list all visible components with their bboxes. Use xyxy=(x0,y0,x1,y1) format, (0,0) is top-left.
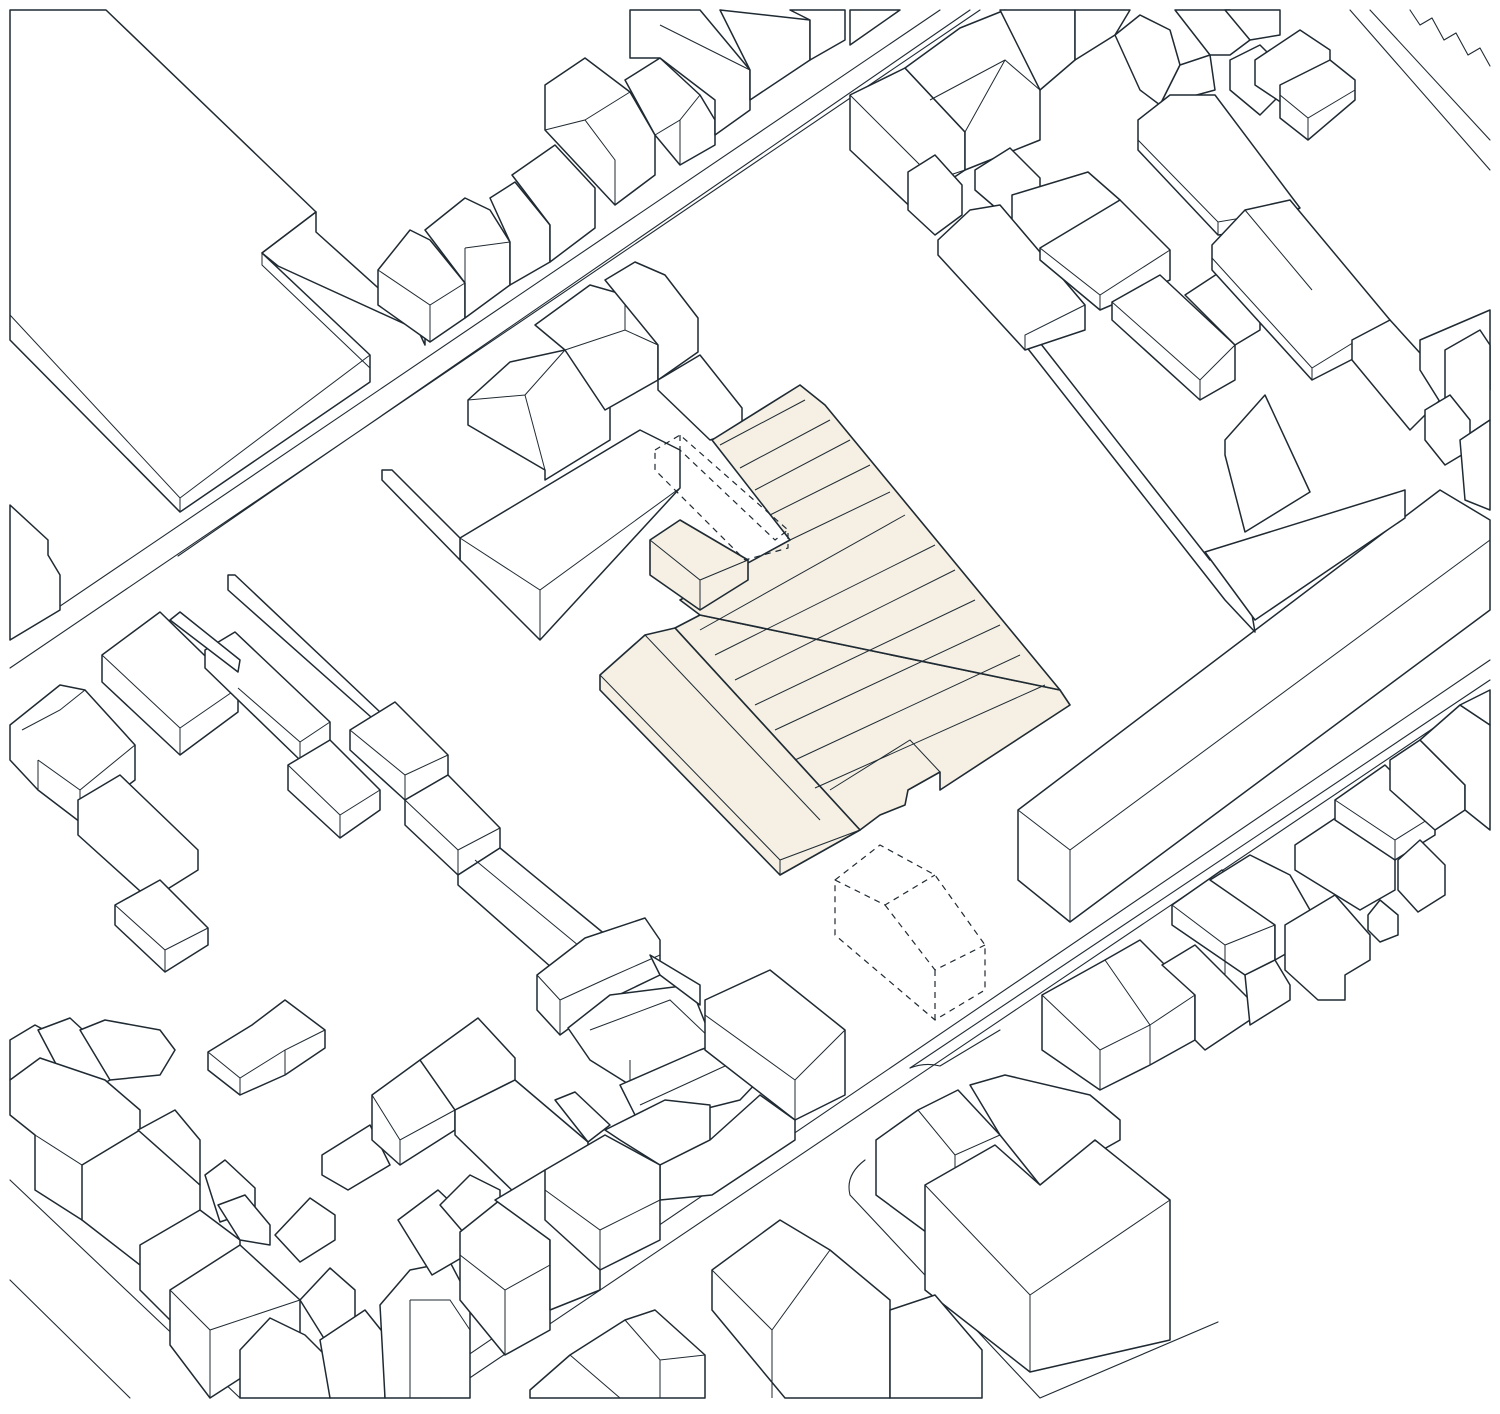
street-network xyxy=(9,9,1491,1399)
block-northwest xyxy=(9,9,426,513)
highlighted-north-roof xyxy=(679,384,1061,691)
cluster-southwest xyxy=(9,999,611,1399)
block-east-long xyxy=(1017,489,1491,923)
row-south-central xyxy=(536,917,846,1271)
block-central-west xyxy=(227,261,743,726)
zigzag-edge xyxy=(1409,9,1491,67)
ghost-volumes xyxy=(654,434,986,1021)
row-southeast xyxy=(1041,689,1491,1091)
block-west-middle xyxy=(9,504,613,976)
street-northeast xyxy=(1349,9,1491,171)
row-north-street xyxy=(377,9,901,343)
highlighted-building xyxy=(599,384,1071,876)
cluster-south-court xyxy=(529,1074,1171,1399)
street-bend xyxy=(909,1029,1001,1069)
highlighted-annex xyxy=(649,519,749,611)
main-street-north xyxy=(9,9,981,669)
cluster-northeast xyxy=(849,9,1491,511)
street-southeast-court xyxy=(848,1159,1219,1399)
